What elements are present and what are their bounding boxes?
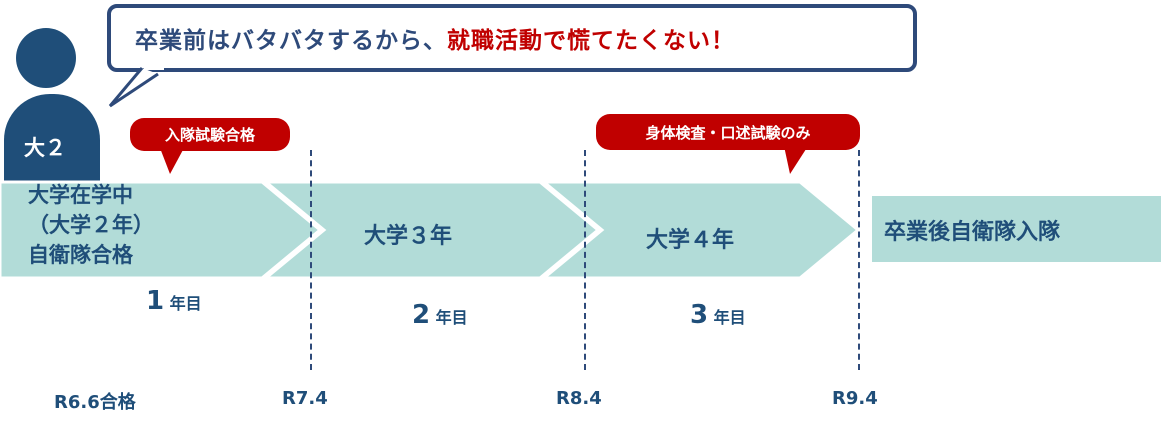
year1-label: 1 年目 (146, 286, 202, 316)
divider-r8 (584, 150, 586, 370)
stage3-shape (539, 180, 861, 280)
year1-unit: 年目 (169, 294, 202, 313)
physical-exam-callout: 身体検査・口述試験のみ (596, 114, 860, 150)
stage1-line1: 大学在学中 (28, 183, 133, 207)
year2-num: 2 (412, 300, 431, 330)
grade-badge: 大２ (24, 136, 66, 160)
speech-tail (108, 62, 164, 108)
speech-bubble: 卒業前はバタバタするから、 就職活動で慌てたくない！ (107, 4, 917, 72)
physical-exam-callout-tail (784, 146, 808, 174)
stage1-label: 大学在学中 （大学２年） 自衛隊合格 (28, 180, 154, 270)
date-r9: R9.4 (832, 388, 878, 409)
entrance-exam-label: 入隊試験合格 (164, 126, 255, 144)
stage3-label: 大学４年 (646, 228, 735, 253)
stage2-label: 大学３年 (364, 224, 453, 249)
stage1-shape (0, 180, 323, 280)
date-r8: R8.4 (556, 388, 602, 409)
divider-r7 (310, 150, 312, 370)
stage4-label: 卒業後自衛隊入隊 (884, 220, 1061, 245)
stage2-shape (261, 180, 601, 280)
stage4-shape (872, 196, 1161, 262)
person-icon-head (16, 28, 76, 88)
physical-exam-label: 身体検査・口述試験のみ (645, 123, 811, 142)
year3-num: 3 (690, 300, 709, 330)
entrance-exam-callout: 入隊試験合格 (130, 118, 290, 151)
year3-label: 3 年目 (690, 300, 746, 330)
date-r7: R7.4 (282, 388, 328, 409)
year3-unit: 年目 (713, 308, 746, 327)
year2-unit: 年目 (435, 308, 468, 327)
date-r6: R6.6合格 (54, 392, 136, 413)
speech-highlight: 就職活動で慌てたくない！ (447, 28, 735, 54)
stage1-line2: （大学２年） (28, 213, 154, 237)
entrance-exam-callout-tail (160, 148, 184, 174)
year2-label: 2 年目 (412, 300, 468, 330)
stage1-line3: 自衛隊合格 (28, 243, 133, 267)
person-icon-body (4, 94, 100, 184)
speech-text: 卒業前はバタバタするから、 (135, 28, 447, 54)
divider-r9 (858, 150, 860, 370)
year1-num: 1 (146, 286, 165, 316)
timeline-band (0, 180, 1161, 280)
